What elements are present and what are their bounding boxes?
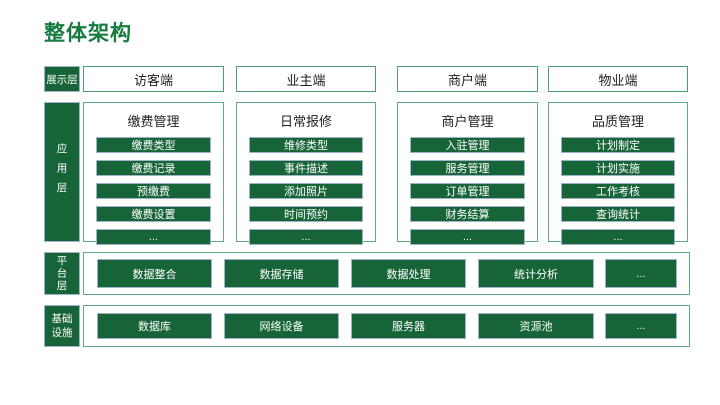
display-box-owner: 业主端 xyxy=(236,66,376,92)
app-item: 时间预约 xyxy=(249,206,363,222)
application-layer-band: 应用层 缴费管理 缴费类型 缴费记录 预缴费 缴费设置 ... 日常报修 维修类… xyxy=(44,102,690,245)
app-item-more: ... xyxy=(249,229,363,245)
app-item: 缴费类型 xyxy=(96,137,211,153)
app-item: 维修类型 xyxy=(249,137,363,153)
platform-item: 数据处理 xyxy=(351,259,466,288)
display-box-merchant: 商户端 xyxy=(397,66,538,92)
app-item: 入驻管理 xyxy=(410,137,525,153)
display-layer-content: 访客端 业主端 商户端 物业端 xyxy=(83,66,690,92)
infrastructure-item: 数据库 xyxy=(97,313,212,339)
app-column-repair: 日常报修 维修类型 事件描述 添加照片 时间预约 ... xyxy=(236,102,376,245)
infrastructure-item-more: ... xyxy=(605,313,677,339)
app-column-quality: 品质管理 计划制定 计划实施 工作考核 查询统计 ... xyxy=(548,102,688,245)
page-title: 整体架构 xyxy=(44,22,132,45)
platform-item-more: ... xyxy=(605,259,677,288)
display-layer-label: 展示层 xyxy=(44,66,80,92)
app-column-payment: 缴费管理 缴费类型 缴费记录 预缴费 缴费设置 ... xyxy=(83,102,224,245)
app-item: 计划实施 xyxy=(561,160,675,176)
app-column-header: 缴费管理 xyxy=(127,114,180,129)
platform-layer-band: 平台层 数据整合 数据存储 数据处理 统计分析 ... xyxy=(44,252,690,295)
app-item: 服务管理 xyxy=(410,160,525,176)
app-column-merchant: 商户管理 入驻管理 服务管理 订单管理 财务结算 ... xyxy=(397,102,538,245)
app-item: 缴费设置 xyxy=(96,206,211,222)
app-column-header: 品质管理 xyxy=(591,114,644,129)
application-layer-label: 应用层 xyxy=(44,102,80,242)
platform-item: 数据存储 xyxy=(224,259,339,288)
infrastructure-layer-label: 基础设施 xyxy=(44,305,80,347)
application-layer-content: 缴费管理 缴费类型 缴费记录 预缴费 缴费设置 ... 日常报修 维修类型 事件… xyxy=(83,102,690,245)
app-item: 缴费记录 xyxy=(96,160,211,176)
platform-layer-content: 数据整合 数据存储 数据处理 统计分析 ... xyxy=(83,252,690,295)
app-item: 事件描述 xyxy=(249,160,363,176)
platform-layer-label: 平台层 xyxy=(44,252,80,295)
app-item: 计划制定 xyxy=(561,137,675,153)
display-box-property: 物业端 xyxy=(548,66,688,92)
infrastructure-layer-band: 基础设施 数据库 网络设备 服务器 资源池 ... xyxy=(44,305,690,347)
app-item: 预缴费 xyxy=(96,183,211,199)
app-item-more: ... xyxy=(410,229,525,245)
display-box-visitor: 访客端 xyxy=(83,66,224,92)
app-item: 订单管理 xyxy=(410,183,525,199)
platform-layer-label-text: 平台层 xyxy=(55,254,68,293)
app-column-header: 商户管理 xyxy=(441,114,494,129)
app-item: 工作考核 xyxy=(561,183,675,199)
app-item-more: ... xyxy=(96,229,211,245)
infrastructure-layer-label-text: 基础设施 xyxy=(51,313,73,339)
platform-item: 统计分析 xyxy=(478,259,594,288)
infrastructure-item: 资源池 xyxy=(478,313,594,339)
display-layer-label-text: 展示层 xyxy=(46,73,78,86)
infrastructure-item: 网络设备 xyxy=(224,313,339,339)
infrastructure-item: 服务器 xyxy=(351,313,466,339)
platform-item: 数据整合 xyxy=(97,259,212,288)
app-column-header: 日常报修 xyxy=(279,114,332,129)
app-item: 添加照片 xyxy=(249,183,363,199)
app-item: 查询统计 xyxy=(561,206,675,222)
app-item-more: ... xyxy=(561,229,675,245)
display-layer-band: 展示层 访客端 业主端 商户端 物业端 xyxy=(44,66,690,92)
infrastructure-layer-content: 数据库 网络设备 服务器 资源池 ... xyxy=(83,305,690,347)
app-item: 财务结算 xyxy=(410,206,525,222)
application-layer-label-text: 应用层 xyxy=(55,142,68,202)
